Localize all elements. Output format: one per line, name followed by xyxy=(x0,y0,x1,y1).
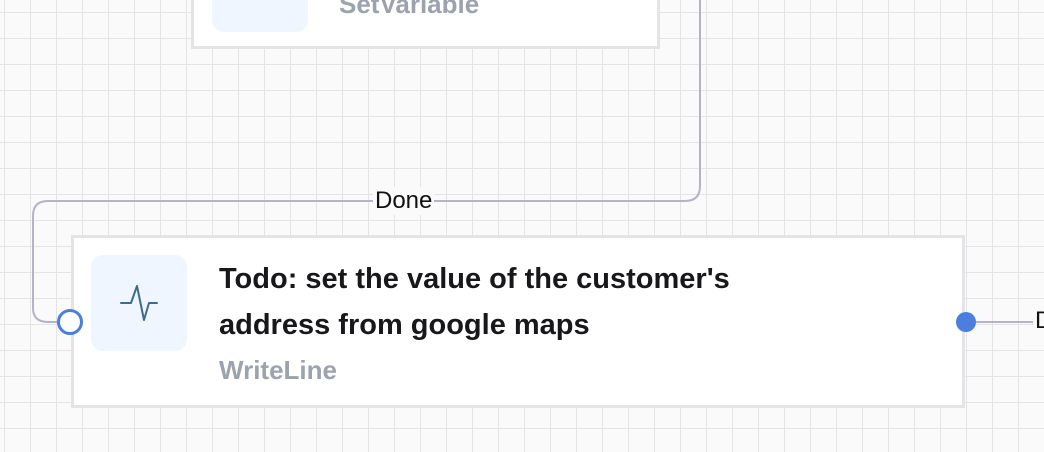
edge-label-outgoing: D xyxy=(1033,307,1044,335)
node-writeline-title-line1: Todo: set the value of the customer's xyxy=(219,263,730,295)
node-setvariable-icon-box xyxy=(212,0,308,32)
node-writeline-title-line2: address from google maps xyxy=(219,309,590,341)
node-writeline-output-port[interactable] xyxy=(956,312,976,332)
node-setvariable-type-label: SetVariable xyxy=(339,0,480,19)
activity-pulse-icon xyxy=(120,285,158,321)
node-writeline-icon-box xyxy=(91,255,187,351)
node-writeline-type-label: WriteLine xyxy=(219,355,337,385)
node-setvariable[interactable]: SetVariable xyxy=(191,0,660,49)
node-writeline[interactable]: Todo: set the value of the customer's ad… xyxy=(71,235,965,408)
node-writeline-input-port[interactable] xyxy=(57,309,83,335)
edge-label-done: Done xyxy=(373,187,435,215)
